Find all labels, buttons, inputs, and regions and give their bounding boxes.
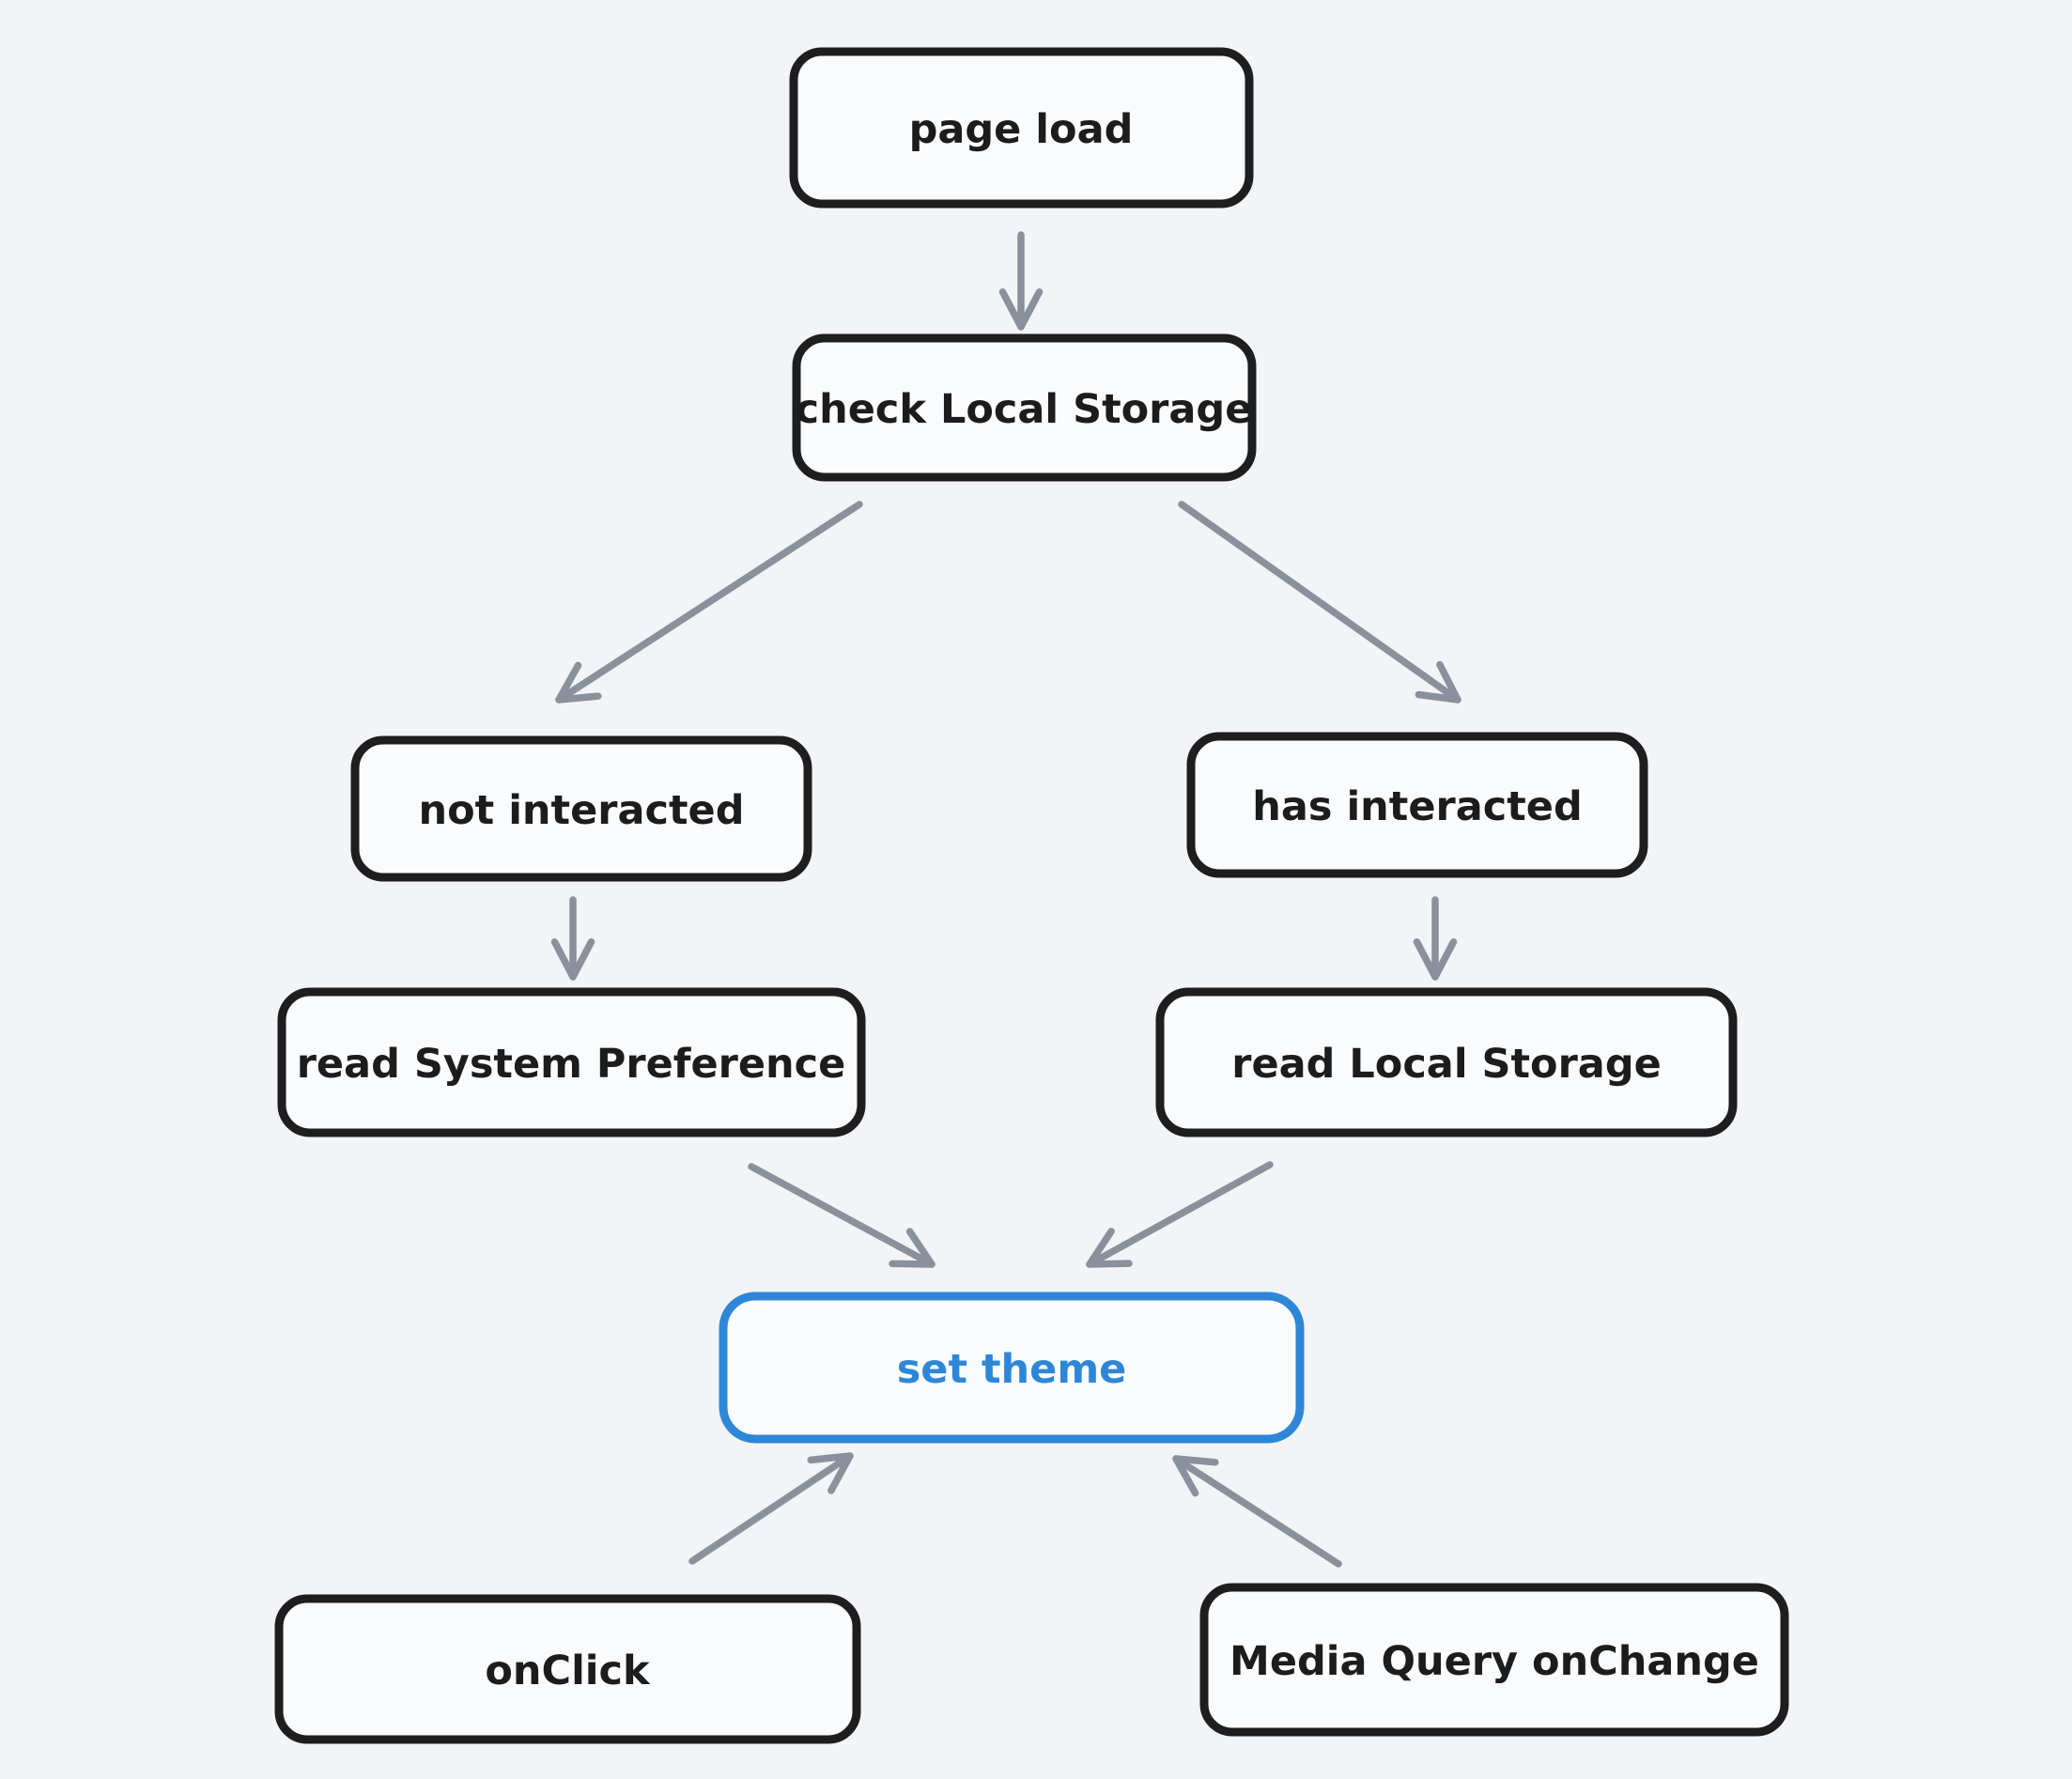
node-read-system-preference-label: read System Preference xyxy=(297,1041,846,1088)
edge-mediaquery-settheme xyxy=(1172,1455,1342,1568)
node-onclick: onClick xyxy=(274,1594,861,1744)
edge-pageload-checkstorage-arrowhead-icon xyxy=(998,288,1044,331)
node-not-interacted-label: not interacted xyxy=(419,787,745,834)
edge-mediaquery-settheme-arrowhead-icon xyxy=(1172,1455,1219,1497)
node-check-local-storage: check Local Storage xyxy=(792,333,1257,482)
node-media-query-onchange: Media Query onChange xyxy=(1199,1583,1789,1737)
node-set-theme-box xyxy=(719,1292,1305,1444)
node-read-system-preference: read System Preference xyxy=(277,987,866,1137)
node-not-interacted-box xyxy=(350,735,812,882)
node-not-interacted: not interacted xyxy=(350,735,812,882)
node-page-load: page load xyxy=(789,47,1254,209)
edge-readsyspref-settheme xyxy=(748,1163,935,1268)
node-has-interacted-label: has interacted xyxy=(1252,783,1582,830)
edges-layer xyxy=(550,231,1461,1568)
node-has-interacted-box xyxy=(1186,732,1648,878)
edge-checkstorage-notinteracted-arrowhead-icon xyxy=(555,661,602,704)
node-set-theme-label: set theme xyxy=(897,1346,1127,1393)
edge-readsyspref-settheme-arrowhead-icon xyxy=(889,1228,935,1268)
node-onclick-box xyxy=(274,1594,861,1744)
node-has-interacted: has interacted xyxy=(1186,732,1648,878)
edge-checkstorage-hasinteracted-arrowhead-icon xyxy=(1415,660,1461,704)
edge-checkstorage-notinteracted xyxy=(555,501,863,704)
node-check-local-storage-box xyxy=(792,333,1257,482)
node-onclick-label: onClick xyxy=(485,1648,651,1694)
edge-onclick-settheme-arrowhead-icon xyxy=(807,1452,854,1494)
edge-onclick-settheme xyxy=(688,1452,854,1565)
edge-checkstorage-hasinteracted xyxy=(1178,501,1461,704)
node-read-system-preference-box xyxy=(277,987,866,1137)
edge-hasinteracted-readlocalstorage-arrowhead-icon xyxy=(1413,938,1458,981)
node-media-query-onchange-label: Media Query onChange xyxy=(1229,1638,1759,1685)
node-read-local-storage: read Local Storage xyxy=(1155,987,1738,1137)
node-set-theme: set theme xyxy=(719,1292,1305,1444)
node-read-local-storage-label: read Local Storage xyxy=(1231,1041,1662,1088)
node-check-local-storage-label: check Local Storage xyxy=(796,386,1253,433)
node-page-load-box xyxy=(789,47,1254,209)
edge-notinteracted-readsyspref-arrowhead-icon xyxy=(550,938,595,981)
node-media-query-onchange-box xyxy=(1199,1583,1789,1737)
node-read-local-storage-box xyxy=(1155,987,1738,1137)
node-page-load-label: page load xyxy=(909,106,1134,153)
edge-readlocalstorage-settheme-arrowhead-icon xyxy=(1086,1228,1133,1268)
edge-readlocalstorage-settheme xyxy=(1086,1161,1274,1268)
